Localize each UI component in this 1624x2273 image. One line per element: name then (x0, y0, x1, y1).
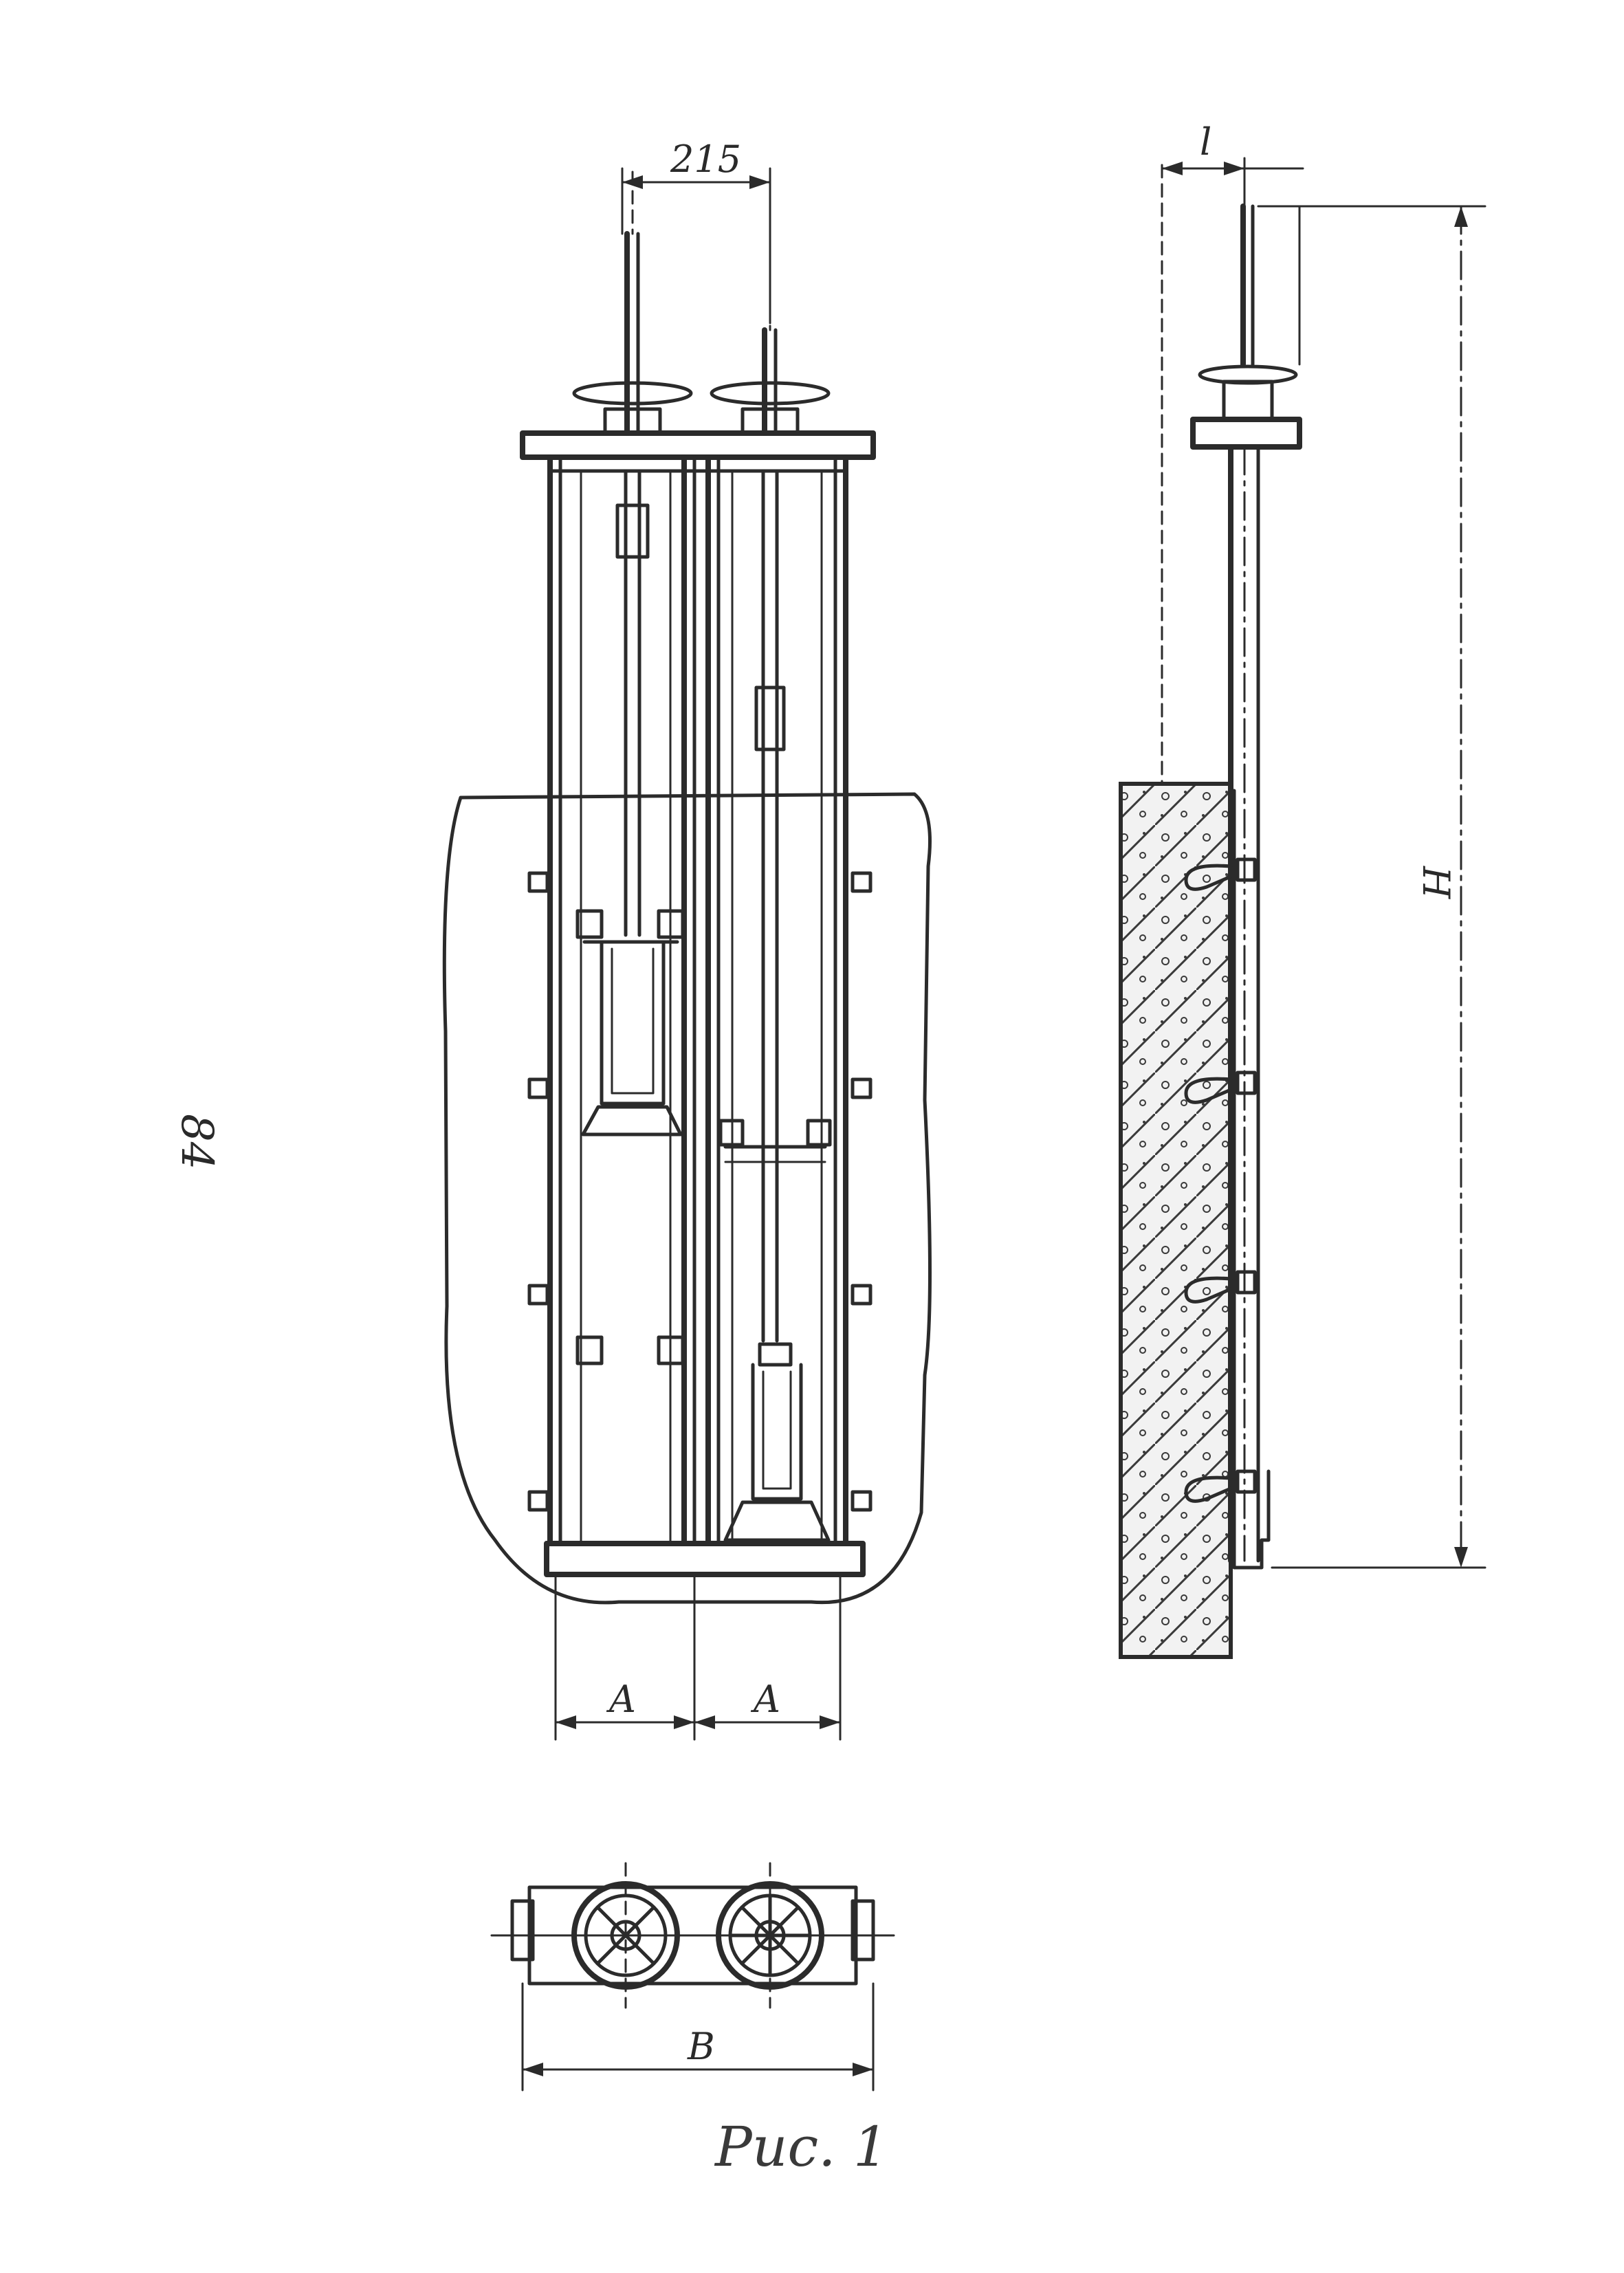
dimension-a-right-label: А (750, 1678, 781, 1721)
left-handwheel (572, 381, 693, 406)
left-gate-leaf (575, 909, 685, 1365)
left-handwheel-assembly (572, 171, 693, 937)
dimension-215-label: 215 (670, 138, 741, 181)
page-number: 84 (171, 1114, 222, 1170)
hook-anchors (1184, 857, 1257, 1503)
wall-opening-outline (442, 792, 932, 1605)
right-handwheel (710, 381, 831, 406)
dimension-a-left-label: А (606, 1678, 637, 1721)
right-gate-leaf (718, 1119, 832, 1542)
side-section: l Н (1119, 120, 1486, 1659)
figure-caption: Рис. 1 (714, 2115, 888, 2179)
plan-view: В (490, 1862, 895, 2091)
dimension-h-label: Н (1414, 866, 1458, 899)
dimension-b-label: В (687, 2025, 715, 2068)
bottom-sill (544, 1541, 866, 1577)
dimension-rod-spacing: 215 (621, 138, 771, 325)
concrete-wall (1119, 782, 1233, 1659)
dimension-bay-widths: А А (554, 1573, 842, 1741)
front-elevation: 215 А А (442, 138, 932, 1741)
anchor-bolts (527, 871, 873, 1512)
right-handwheel-assembly (710, 171, 831, 1343)
top-beam (520, 430, 876, 460)
dimension-l-label: l (1200, 120, 1211, 164)
